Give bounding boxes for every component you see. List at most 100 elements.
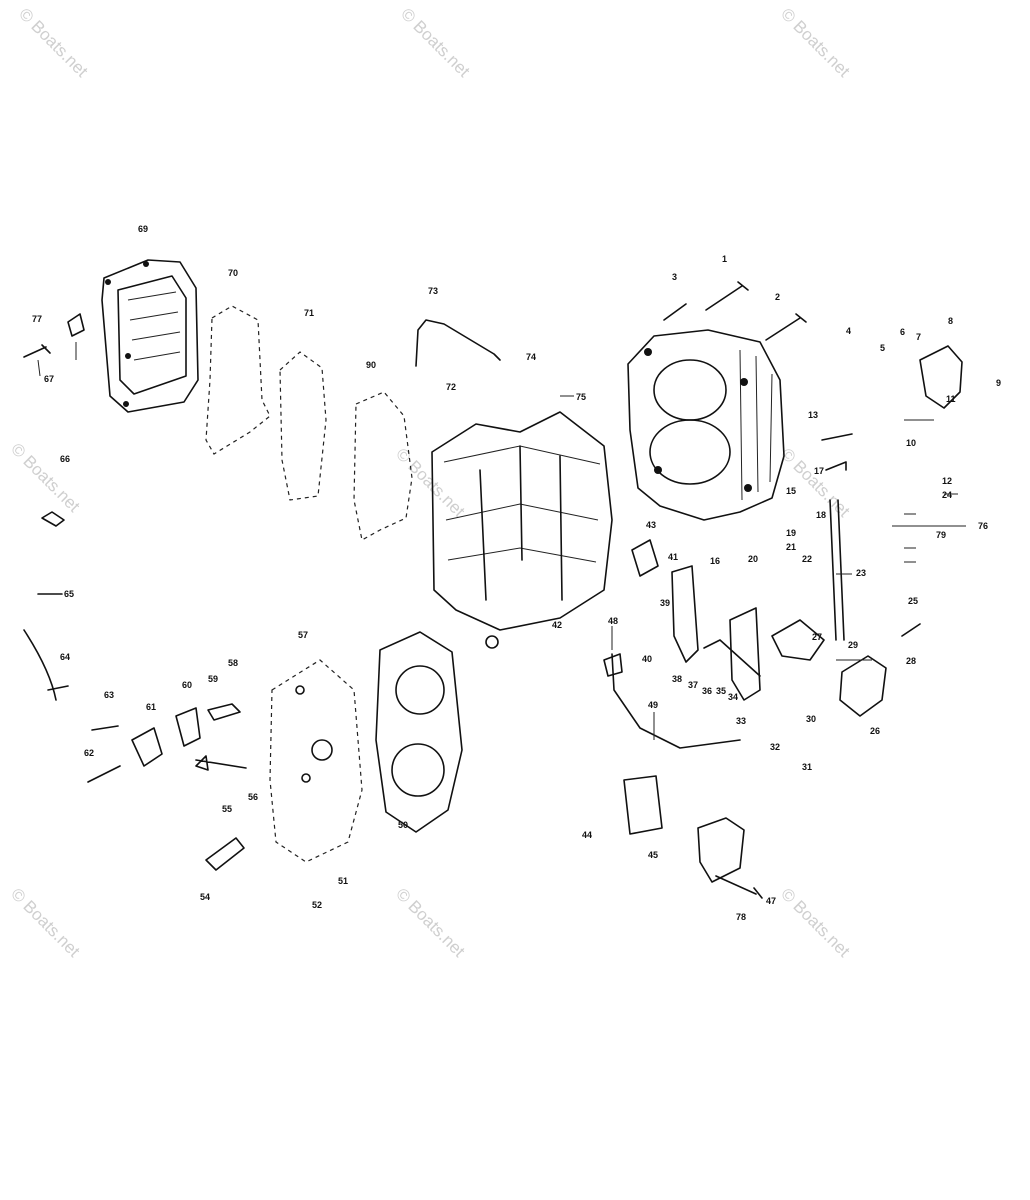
- callout-labels: 1 2 3 4 5 6 7 8 9 10 11 12 13 15 16 17 1…: [32, 224, 1001, 922]
- callout-label: 10: [906, 438, 916, 448]
- callout-label: 33: [736, 716, 746, 726]
- callout-label: 5: [880, 343, 885, 353]
- callout-label: 55: [222, 804, 232, 814]
- callout-label: 2: [775, 292, 780, 302]
- callout-label: 40: [642, 654, 652, 664]
- callout-label: 45: [648, 850, 658, 860]
- callout-label: 42: [552, 620, 562, 630]
- callout-label: 12: [942, 476, 952, 486]
- callout-label: 39: [660, 598, 670, 608]
- callout-label: 9: [996, 378, 1001, 388]
- bolts-left: [23, 313, 85, 358]
- callout-label: 36: [702, 686, 712, 696]
- callout-label: 18: [816, 510, 826, 520]
- callout-label: 49: [648, 700, 658, 710]
- callout-label: 1: [722, 254, 727, 264]
- callout-label: 50: [398, 820, 408, 830]
- callout-label: 20: [748, 554, 758, 564]
- cylinder-head-51: [269, 659, 363, 863]
- callout-label: 73: [428, 286, 438, 296]
- watermark: © Boats.net: [397, 4, 474, 81]
- gasket-90: [353, 391, 413, 541]
- callout-label: 34: [728, 692, 738, 702]
- callout-label: 11: [946, 394, 956, 404]
- callout-label: 54: [200, 892, 210, 902]
- watermark: © Boats.net: [15, 4, 92, 81]
- leader-lines: [37, 342, 958, 740]
- gasket-70: [205, 305, 271, 455]
- watermarks: © Boats.net © Boats.net © Boats.net © Bo…: [7, 4, 854, 961]
- callout-label: 90: [366, 360, 376, 370]
- callout-label: 26: [870, 726, 880, 736]
- callout-label: 24: [942, 490, 952, 500]
- callout-label: 16: [710, 556, 720, 566]
- callout-label: 17: [814, 466, 824, 476]
- callout-label: 43: [646, 520, 656, 530]
- callout-label: 75: [576, 392, 586, 402]
- callout-label: 58: [228, 658, 238, 668]
- callout-label: 69: [138, 224, 148, 234]
- callout-label: 15: [786, 486, 796, 496]
- callout-label: 59: [208, 674, 218, 684]
- callout-label: 64: [60, 652, 70, 662]
- crankcase-43: [627, 329, 785, 521]
- cover-45: [697, 817, 745, 883]
- callout-label: 72: [446, 382, 456, 392]
- callout-label: 27: [812, 632, 822, 642]
- watermark: © Boats.net: [392, 444, 469, 521]
- levers: [631, 539, 761, 701]
- cylinder-block-42: [431, 411, 613, 649]
- bracket-66: [41, 511, 65, 527]
- cover-44: [623, 775, 663, 835]
- callout-label: 77: [32, 314, 42, 324]
- watermark: © Boats.net: [392, 884, 469, 961]
- callout-label: 57: [298, 630, 308, 640]
- callout-label: 60: [182, 680, 192, 690]
- callout-label: 25: [908, 596, 918, 606]
- callout-label: 78: [736, 912, 746, 922]
- cable-49: [611, 653, 741, 749]
- callout-label: 41: [668, 552, 678, 562]
- callout-label: 35: [716, 686, 726, 696]
- callout-label: 7: [916, 332, 921, 342]
- callout-label: 32: [770, 742, 780, 752]
- callout-label: 44: [582, 830, 592, 840]
- callout-label: 29: [848, 640, 858, 650]
- bolt-1: [705, 281, 749, 311]
- callout-label: 4: [846, 326, 851, 336]
- watermark: © Boats.net: [7, 884, 84, 961]
- callout-label: 76: [978, 521, 988, 531]
- callout-label: 67: [44, 374, 54, 384]
- bolt-78: [715, 875, 763, 899]
- callout-label: 22: [802, 554, 812, 564]
- callout-label: 70: [228, 268, 238, 278]
- bolt-2: [765, 313, 807, 341]
- callout-label: 31: [802, 762, 812, 772]
- callout-label: 74: [526, 352, 536, 362]
- callout-label: 8: [948, 316, 953, 326]
- bolt-3: [663, 303, 687, 321]
- watermark: © Boats.net: [777, 4, 854, 81]
- callout-label: 65: [64, 589, 74, 599]
- callout-label: 63: [104, 690, 114, 700]
- callout-label: 23: [856, 568, 866, 578]
- callout-label: 79: [936, 530, 946, 540]
- head-gasket-50: [375, 631, 463, 833]
- callout-label: 28: [906, 656, 916, 666]
- callout-label: 71: [304, 308, 314, 318]
- hose-64: [23, 629, 69, 701]
- callout-label: 51: [338, 876, 348, 886]
- callout-label: 38: [672, 674, 682, 684]
- callout-label: 61: [146, 702, 156, 712]
- callout-label: 30: [806, 714, 816, 724]
- callout-label: 52: [312, 900, 322, 910]
- exhaust-cover-69: [101, 259, 199, 413]
- callout-label: 19: [786, 528, 796, 538]
- watermark: © Boats.net: [7, 439, 84, 516]
- callout-label: 47: [766, 896, 776, 906]
- callout-label: 21: [786, 542, 796, 552]
- callout-label: 13: [808, 410, 818, 420]
- watermark: © Boats.net: [777, 884, 854, 961]
- callout-label: 3: [672, 272, 677, 282]
